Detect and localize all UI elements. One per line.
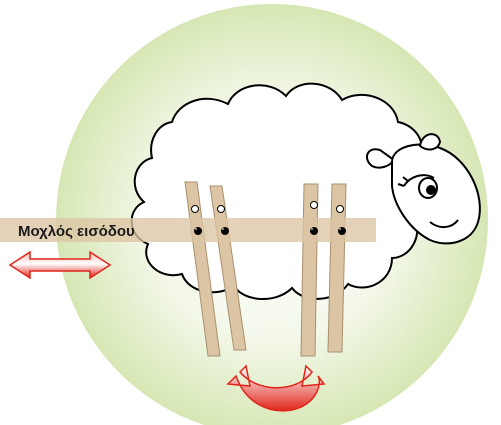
pivot-hole-4 bbox=[337, 206, 344, 213]
sheep-body bbox=[132, 84, 430, 299]
input-lever-label: Μοχλός εισόδου bbox=[18, 223, 135, 240]
pivot-hole-1 bbox=[192, 206, 199, 213]
sheep-pupil bbox=[426, 185, 436, 195]
pivot-hole-2 bbox=[218, 206, 225, 213]
linkage-bar-3 bbox=[301, 184, 318, 356]
pivot-hole-3 bbox=[311, 202, 318, 209]
